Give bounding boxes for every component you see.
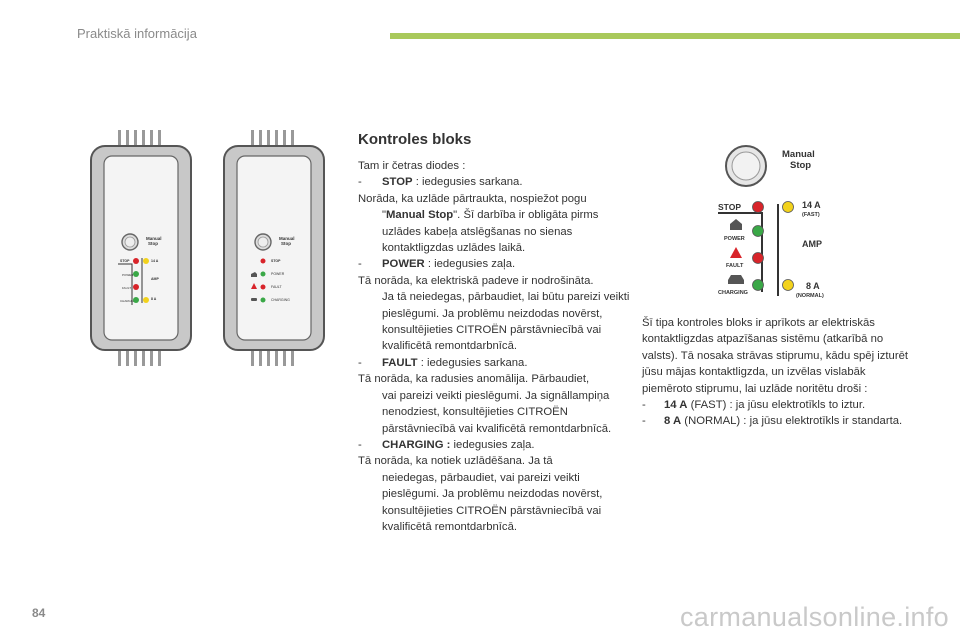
- section-heading: Kontroles bloks: [358, 131, 472, 148]
- led-fault: [752, 252, 764, 264]
- panel-manual-line2: Stop: [790, 160, 811, 171]
- panel-charging-label: CHARGING: [718, 290, 748, 296]
- panel-amp-low: 8 A: [806, 281, 820, 291]
- panel-amp-high-sub: (FAST): [802, 212, 820, 218]
- list-item-stop: -STOP : iedegusies sarkana.: [358, 176, 523, 189]
- svg-text:STOP: STOP: [271, 259, 281, 263]
- control-box-illustration-left: Manual Stop STOP POWER FAULT CHARGING 14…: [90, 130, 192, 366]
- panel-power-label: POWER: [724, 236, 745, 242]
- charging-label: CHARGING :: [382, 438, 451, 451]
- main-text-column: Tam ir četras diodes : -STOP : iedegusie…: [358, 158, 633, 535]
- panel-amp-low-sub: (NORMAL): [796, 293, 824, 299]
- panel-fault-label: FAULT: [726, 263, 744, 269]
- panel-amp-high: 14 A: [802, 200, 821, 210]
- control-box-illustration-right: Manual Stop STOP POWER FAULT CHARGING: [223, 130, 325, 366]
- svg-text:Manual: Manual: [146, 236, 162, 241]
- power-note-b: Ja tā neiedegas, pārbaudiet, lai būtu pa…: [382, 291, 630, 353]
- house-icon: [730, 219, 742, 230]
- led-amp-high: [782, 201, 794, 213]
- right-paragraph: Šī tipa kontroles bloks ir aprīkots ar e…: [642, 317, 909, 395]
- list-item-fault: -FAULT : iedegusies sarkana.: [358, 356, 528, 369]
- svg-text:AMP: AMP: [151, 277, 159, 281]
- fault-note-b: vai pareizi veikti pieslēgumi. Ja signāl…: [382, 389, 612, 435]
- page-number: 84: [32, 606, 46, 620]
- svg-text:CHARGING: CHARGING: [271, 298, 290, 302]
- fault-note-a: Tā norāda, ka radusies anomālija. Pārbau…: [358, 373, 590, 386]
- warning-icon: [730, 247, 742, 258]
- header-accent-bar: [390, 33, 960, 39]
- led-stop: [752, 201, 764, 213]
- fault-label: FAULT: [382, 356, 418, 369]
- led-charging: [752, 279, 764, 291]
- power-label: POWER: [382, 258, 425, 271]
- list-item-power: -POWER : iedegusies zaļa.: [358, 258, 516, 271]
- stop-label: STOP: [382, 176, 413, 189]
- charging-note-a: Tā norāda, ka notiek uzlādēšana. Ja tā: [358, 455, 553, 468]
- panel-stop-label: STOP: [718, 202, 741, 212]
- right-text-column: Šī tipa kontroles bloks ir aprīkots ar e…: [642, 315, 912, 430]
- list-item-charging: -CHARGING : iedegusies zaļa.: [358, 438, 535, 451]
- charging-note-b: neiedegas, pārbaudiet, vai pareizi veikt…: [382, 471, 603, 533]
- stop-note-a: Norāda, ka uzlāde pārtraukta, nospiežot …: [358, 192, 587, 205]
- stop-note-b: "Manual Stop". Šī darbība ir obligāta pi…: [382, 209, 599, 255]
- power-note-a: Tā norāda, ka elektriskā padeve ir nodro…: [358, 274, 594, 287]
- svg-text:FAULT: FAULT: [271, 285, 282, 289]
- car-icon: [728, 275, 744, 284]
- intro-text: Tam ir četras diodes :: [358, 160, 466, 172]
- watermark-text: carmanualsonline.info: [680, 602, 949, 632]
- svg-text:POWER: POWER: [271, 272, 285, 276]
- svg-text:STOP: STOP: [120, 259, 130, 263]
- svg-text:Manual: Manual: [279, 236, 295, 241]
- section-header-title: Praktiskā informācija: [77, 26, 197, 41]
- svg-text:CHARGING: CHARGING: [120, 299, 137, 303]
- panel-amp-label: AMP: [802, 239, 822, 249]
- svg-text:14 A: 14 A: [151, 259, 159, 263]
- list-item-fast: -14 A (FAST) : ja jūsu elektrotīkls to i…: [642, 399, 866, 412]
- list-item-normal: -8 A (NORMAL) : ja jūsu elektrotīkls ir …: [642, 415, 903, 428]
- svg-text:8 A: 8 A: [151, 297, 157, 301]
- control-panel-detail: Manual Stop STOP POWER FAULT CHARGING 14…: [718, 145, 824, 299]
- svg-text:Stop: Stop: [148, 241, 158, 246]
- led-power: [752, 225, 764, 237]
- panel-manual-line1: Manual: [782, 149, 815, 160]
- svg-text:Stop: Stop: [281, 241, 291, 246]
- svg-text:FAULT: FAULT: [122, 286, 131, 290]
- led-amp-low: [782, 279, 794, 291]
- svg-text:POWER: POWER: [122, 273, 134, 277]
